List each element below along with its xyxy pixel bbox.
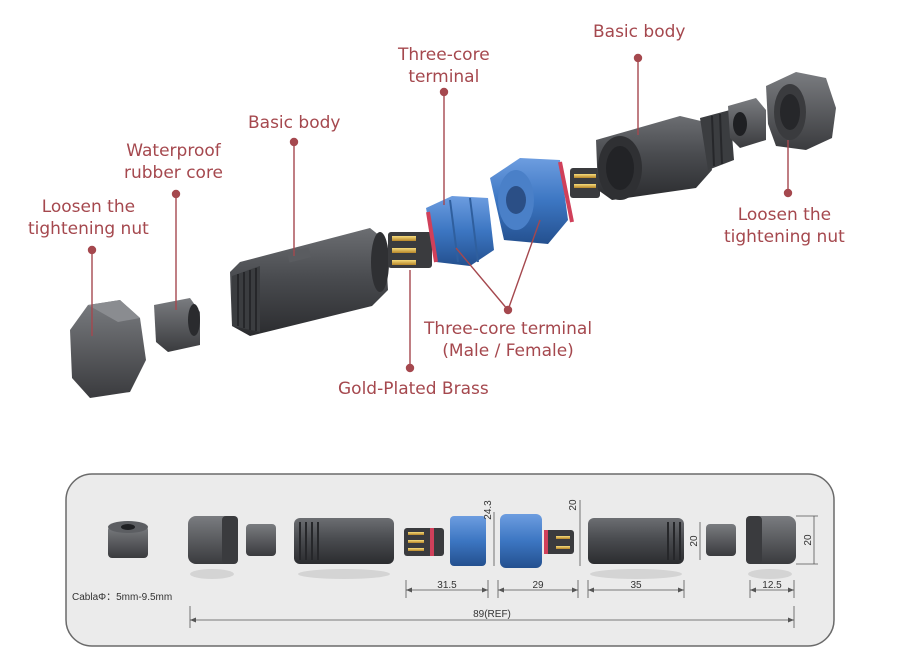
- label-nut-right: Loosen the tightening nut: [724, 204, 845, 248]
- panel-female-terminal: [500, 514, 574, 568]
- dimension-lines: [189, 500, 818, 628]
- label-terminal-top-line2: terminal: [408, 67, 480, 87]
- dim-20-b: 20: [689, 535, 700, 547]
- label-body-left: Basic body: [248, 113, 341, 133]
- dim-total: 89(REF): [473, 609, 511, 620]
- label-rubber-core-line1: Waterproof: [126, 141, 221, 161]
- panel-nut-left: [188, 516, 238, 579]
- panel-body-left: [294, 518, 394, 579]
- right-rubber-core: [728, 98, 766, 148]
- right-gold-pins: [570, 168, 600, 198]
- dim-20-c: 20: [803, 534, 814, 546]
- panel-rubber-core-right: [706, 524, 736, 556]
- blue-female-terminal: [490, 158, 574, 244]
- cable-sleeve-icon: [108, 521, 148, 558]
- label-rubber-core: Waterproof rubber core: [124, 140, 223, 184]
- left-rubber-core: [154, 298, 200, 352]
- panel-body-right: [588, 518, 684, 579]
- label-terminal-top-line1: Three-core: [398, 45, 490, 65]
- label-rubber-core-line2: rubber core: [124, 163, 224, 183]
- label-terminal-mf-line1: Three-core terminal: [424, 319, 593, 339]
- panel-nut-right: [746, 516, 796, 579]
- leader-lines: [87, 53, 793, 373]
- blue-male-terminal: [426, 196, 494, 266]
- label-brass: Gold-Plated Brass: [338, 379, 489, 399]
- dim-24-3: 24.3: [483, 500, 494, 520]
- label-nut-left: Loosen the tightening nut: [28, 196, 149, 240]
- label-terminal-mf: Three-core terminal (Male / Female): [424, 318, 592, 362]
- left-basic-body: [230, 228, 389, 336]
- right-basic-body: [596, 110, 734, 200]
- label-terminal-top: Three-core terminal: [398, 44, 490, 88]
- label-nut-right-line1: Loosen the: [737, 205, 832, 225]
- dim-20-a: 20: [568, 499, 579, 511]
- label-nut-right-line2: tightening nut: [724, 227, 845, 247]
- right-tightening-nut: [766, 72, 836, 150]
- label-terminal-mf-line2: (Male / Female): [442, 341, 574, 361]
- left-tightening-nut: [70, 300, 146, 398]
- panel-male-terminal: [404, 516, 486, 566]
- dim-31-5: 31.5: [437, 580, 457, 591]
- dim-35: 35: [630, 580, 642, 591]
- label-nut-left-line1: Loosen the: [41, 197, 136, 217]
- left-gold-pins: [388, 232, 432, 268]
- panel-rubber-core-left: [246, 524, 276, 556]
- cable-diameter-text: CablaΦ：5mm-9.5mm: [72, 592, 173, 603]
- dim-12-5: 12.5: [762, 580, 782, 591]
- label-nut-left-line2: tightening nut: [28, 219, 149, 239]
- dimension-arrows: [190, 587, 794, 623]
- dim-29: 29: [532, 580, 544, 591]
- label-body-right: Basic body: [593, 22, 686, 42]
